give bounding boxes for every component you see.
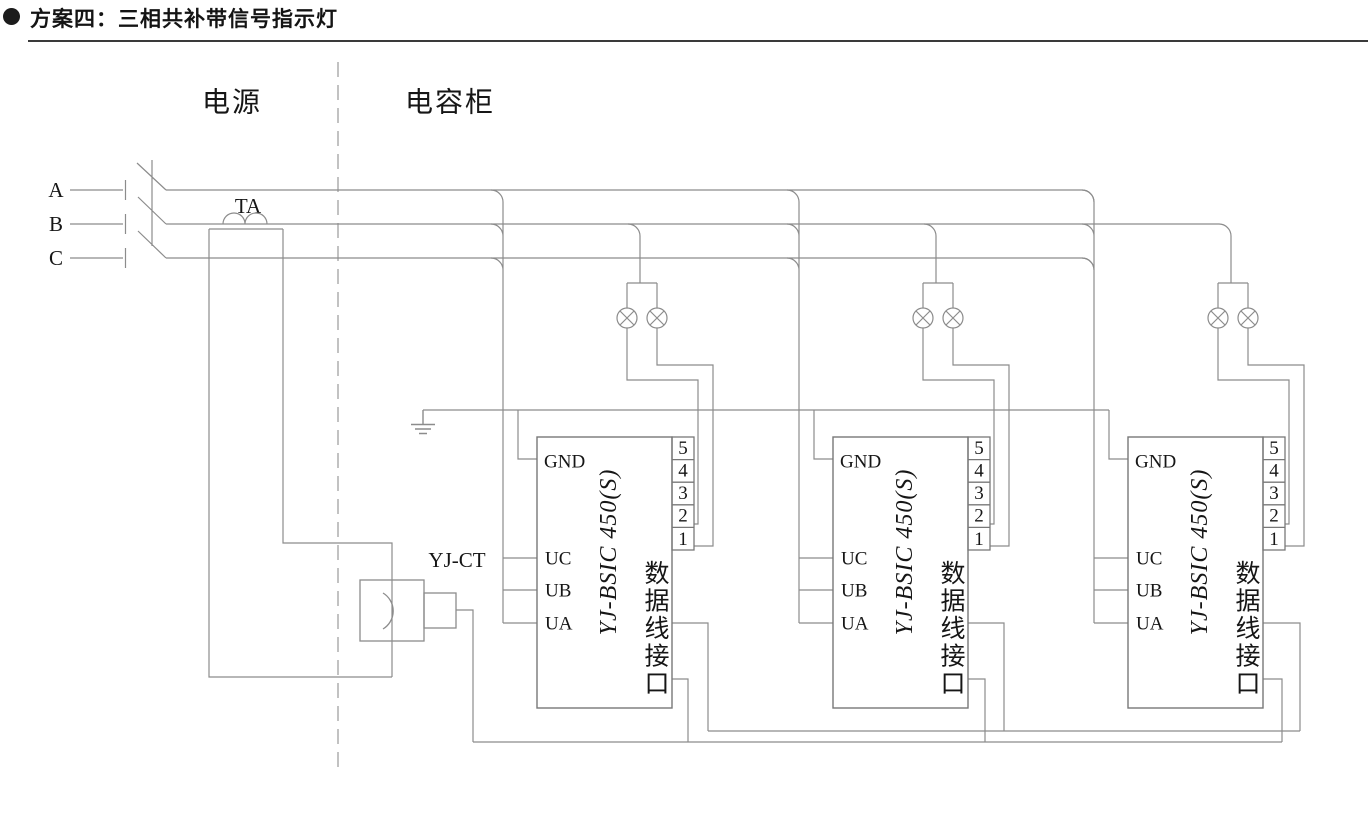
phase-b-label: B — [49, 212, 63, 236]
module-box — [1127, 436, 1264, 709]
pin-4-label: 4 — [678, 461, 688, 482]
indicator-lamp-icon — [646, 307, 668, 329]
indicator-lamp-icon — [1207, 307, 1229, 329]
pin-ua-label: UA — [841, 614, 869, 635]
module-model-label: YJ-BSIC 450(S) — [892, 469, 918, 636]
module-2-wires — [786, 189, 1010, 624]
pin-2-label: 2 — [974, 506, 984, 527]
pin-4-label: 4 — [974, 461, 984, 482]
module-1: 5 4 3 2 1 GND UC UB UA YJ-BSIC 450(S) 数据… — [490, 189, 714, 709]
ta-coil-icon — [222, 212, 268, 225]
yj-ct-core-icon — [382, 592, 394, 630]
cabinet-section-label: 电容柜 — [405, 87, 495, 119]
pin-grid — [967, 436, 991, 551]
bullet-icon — [3, 8, 20, 25]
pin-ub-label: UB — [1136, 581, 1162, 602]
yj-ct-sensor — [359, 579, 457, 642]
power-section-label: 电源 — [202, 87, 262, 119]
pin-3-label: 3 — [974, 483, 984, 504]
ta-secondary-loop — [208, 228, 393, 678]
pin-1-label: 1 — [678, 529, 688, 550]
pin-uc-label: UC — [1136, 549, 1162, 570]
pin-5-label: 5 — [678, 438, 688, 459]
pin-3-label: 3 — [1269, 483, 1279, 504]
pin-uc-label: UC — [545, 549, 571, 570]
pin-gnd-label: GND — [1135, 452, 1176, 473]
pin-grid — [671, 436, 695, 551]
yj-ct-label: YJ-CT — [428, 548, 485, 572]
pin-gnd-label: GND — [544, 452, 585, 473]
pin-4-label: 4 — [1269, 461, 1279, 482]
pin-2-label: 2 — [678, 506, 688, 527]
data-port-label: 数据线接口 — [644, 560, 669, 698]
pin-ua-label: UA — [1136, 614, 1164, 635]
indicator-lamp-icon — [942, 307, 964, 329]
data-port-label: 数据线接口 — [1235, 560, 1260, 698]
module-3-wires — [1081, 189, 1305, 624]
yj-ct-terminal-box — [423, 592, 457, 629]
module-3: 5 4 3 2 1 GND UC UB UA YJ-BSIC 450(S) 数据… — [1081, 189, 1305, 709]
pin-ua-label: UA — [545, 614, 573, 635]
indicator-lamp-icon — [1237, 307, 1259, 329]
yj-ct-output-wire — [456, 609, 474, 742]
pin-5-label: 5 — [974, 438, 984, 459]
module-box — [832, 436, 969, 709]
phase-a-label: A — [48, 178, 64, 202]
pin-1-label: 1 — [974, 529, 984, 550]
pin-1-label: 1 — [1269, 529, 1279, 550]
module-model-label: YJ-BSIC 450(S) — [596, 469, 622, 636]
phase-c-label: C — [49, 246, 63, 270]
earth-ground-icon — [411, 410, 435, 435]
pin-2-label: 2 — [1269, 506, 1279, 527]
page-title: 方案四：三相共补带信号指示灯 — [30, 8, 338, 31]
module-model-label: YJ-BSIC 450(S) — [1187, 469, 1213, 636]
pin-3-label: 3 — [678, 483, 688, 504]
module-2: 5 4 3 2 1 GND UC UB UA YJ-BSIC 450(S) 数据… — [786, 189, 1010, 709]
pin-ub-label: UB — [545, 581, 571, 602]
pin-5-label: 5 — [1269, 438, 1279, 459]
pin-uc-label: UC — [841, 549, 867, 570]
pin-ub-label: UB — [841, 581, 867, 602]
data-port-label: 数据线接口 — [940, 560, 965, 698]
title-underline — [28, 40, 1368, 42]
page-header: 方案四：三相共补带信号指示灯 — [0, 0, 1368, 46]
pin-grid — [1262, 436, 1286, 551]
indicator-lamp-icon — [616, 307, 638, 329]
pin-gnd-label: GND — [840, 452, 881, 473]
breaker-switch — [124, 160, 167, 268]
module-1-wires — [490, 189, 714, 624]
module-box — [536, 436, 673, 709]
indicator-lamp-icon — [912, 307, 934, 329]
data-bus-wires — [473, 622, 1301, 743]
